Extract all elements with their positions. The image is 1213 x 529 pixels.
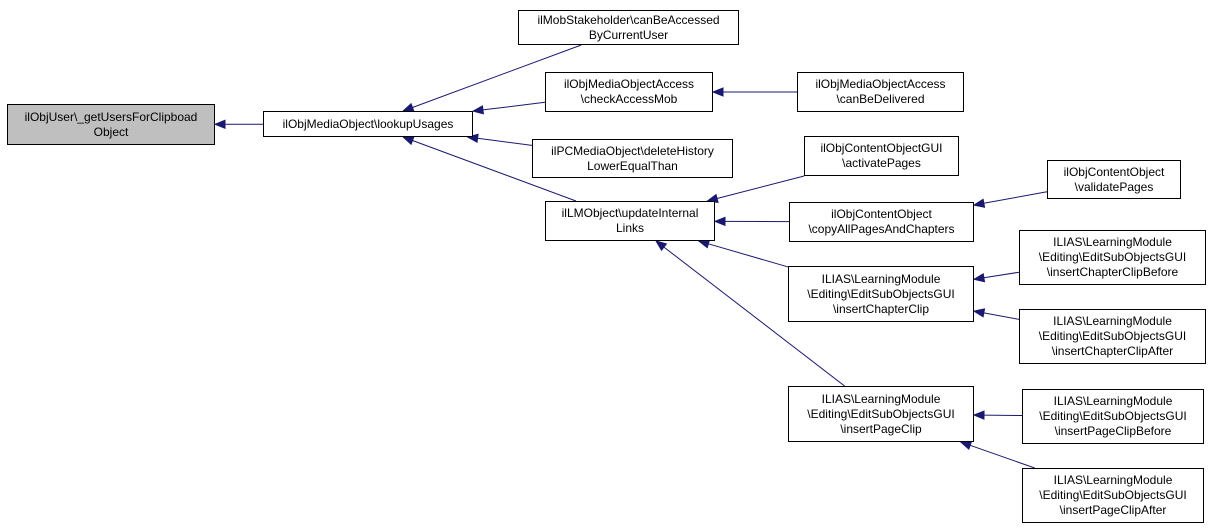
node-label-line: ilObjContentObject [831,207,932,221]
node-ilobjmediaobjectaccess-checkaccessmob[interactable]: ilObjMediaObjectAccess \checkAccessMob [545,72,713,112]
node-label-line: \Editing\EditSubObjectsGUI [807,406,955,421]
node-label-line: ilObjContentObjectGUI [820,141,943,155]
node-label-line: ILIAS\LearningModule [1053,235,1172,249]
edge-arrowhead [471,105,484,115]
edge-line [983,312,1020,320]
node-ilobjcontentobject-validatepages[interactable]: ilObjContentObject \validatePages [1047,160,1181,199]
node-label-line: \activatePages [842,156,921,170]
node-label-line: LowerEqualThan [587,158,678,173]
node-label-line: \Editing\EditSubObjectsGUI [1039,409,1187,423]
node-label-line: ILIAS\LearningModule [821,271,941,286]
node-label-line: ILIAS\LearningModule [821,391,941,406]
node-editsubobjectsgui-insertchapterclipafter[interactable]: ILIAS\LearningModule \Editing\EditSubObj… [1019,309,1206,364]
node-label-line: \canBeDelivered [836,92,925,106]
edge-line [412,140,577,202]
node-label-line: ilObjContentObject [1063,164,1165,179]
node-illmobject-updateinternallinks[interactable]: ilLMObject\updateInternal Links [545,201,715,241]
node-label-line: ilObjMediaObjectAccess [563,77,695,91]
node-label-line: \Editing\EditSubObjectsGUI [1038,329,1187,343]
edge-arrowhead [972,198,986,208]
node-label-line: ilLMObject\updateInternal [561,206,699,220]
node-label-line: \Editing\EditSubObjectsGUI [1039,488,1187,502]
node-label-line: ByCurrentUser [588,27,669,42]
node-label-line: ilMobStakeholder\canBeAccessed [537,12,720,27]
node-label-line: Object [93,124,129,139]
node-label-line: \insertChapterClipAfter [1051,344,1174,358]
node-editsubobjectsgui-insertchapterclipbefore[interactable]: ILIAS\LearningModule \Editing\EditSubObj… [1019,230,1206,285]
edge-arrowhead [972,410,985,420]
edge-arrowhead [401,136,415,146]
node-editsubobjectsgui-insertpageclipafter[interactable]: ILIAS\LearningModule \Editing\EditSubObj… [1022,468,1204,523]
node-label-line: ilObjMediaObjectAccess [815,77,946,91]
edge-line [969,444,1035,469]
node-label-line: \Editing\EditSubObjectsGUI [1038,250,1187,264]
node-label-line: ilObjMediaObject\lookupUsages [282,116,454,131]
node-ilpcmediaobject-deletehistorylowerequalthan[interactable]: ilPCMediaObject\deleteHistory LowerEqual… [532,139,733,178]
edge-arrowhead [713,216,726,227]
node-label-line: \insertPageClip [840,421,922,436]
edge-arrowhead [654,240,668,252]
node-label-line: ILIAS\LearningModule [1053,394,1173,408]
node-label-line: \insertPageClipBefore [1054,424,1172,438]
node-label-line: \insertPageClipAfter [1059,503,1167,517]
edge-line [482,101,546,111]
node-ilobjuser-getusersforclipboadobject[interactable]: ilObjUser\_getUsersForClipboad Object [7,104,215,145]
node-label-line: \checkAccessMob [580,92,678,106]
edge-arrowhead [711,87,724,97]
node-ilmobstakeholder-canbeaccessedbycurrentuser[interactable]: ilMobStakeholder\canBeAccessed ByCurrent… [518,10,739,45]
node-label-line: ILIAS\LearningModule [1053,473,1173,487]
edge-arrowhead [697,239,711,249]
edge-line [412,44,582,108]
node-label-line: \validatePages [1074,179,1154,194]
edge-arrowhead [972,308,986,318]
node-ilobjmediaobject-lookupusages[interactable]: ilObjMediaObject\lookupUsages [263,111,473,137]
edge-line [663,246,845,387]
edge-line [708,243,789,268]
node-label-line: ilPCMediaObject\deleteHistory [551,143,714,158]
node-editsubobjectsgui-insertpageclipbefore[interactable]: ILIAS\LearningModule \Editing\EditSubObj… [1022,389,1204,444]
node-ilobjmediaobjectaccess-canbedelivered[interactable]: ilObjMediaObjectAccess \canBeDelivered [797,72,964,112]
node-editsubobjectsgui-insertpageclip[interactable]: ILIAS\LearningModule \Editing\EditSubObj… [788,386,974,442]
node-label-line: \Editing\EditSubObjectsGUI [807,286,955,301]
node-label-line: ilObjUser\_getUsersForClipboad [24,109,198,124]
node-label-line: \insertChapterClipBefore [1046,265,1179,279]
edge-line [983,191,1048,204]
edge-line [716,175,805,199]
edge-line [477,137,533,146]
node-editsubobjectsgui-insertchapterclip[interactable]: ILIAS\LearningModule \Editing\EditSubObj… [788,266,974,322]
node-label-line: ILIAS\LearningModule [1053,314,1172,328]
node-label-line: \copyAllPagesAndChapters [808,222,955,236]
node-label-line: Links [615,221,644,235]
edge-arrowhead [972,273,986,283]
edge-arrowhead [213,119,226,130]
node-ilobjcontentobject-copyallpagesandchapters[interactable]: ilObjContentObject \copyAllPagesAndChapt… [789,202,974,242]
edge-line [983,271,1020,279]
edge-arrowhead [959,441,973,450]
node-label-line: \insertChapterClip [832,301,930,316]
node-ilobjcontentobjectgui-activatepages[interactable]: ilObjContentObjectGUI \activatePages [804,136,959,176]
